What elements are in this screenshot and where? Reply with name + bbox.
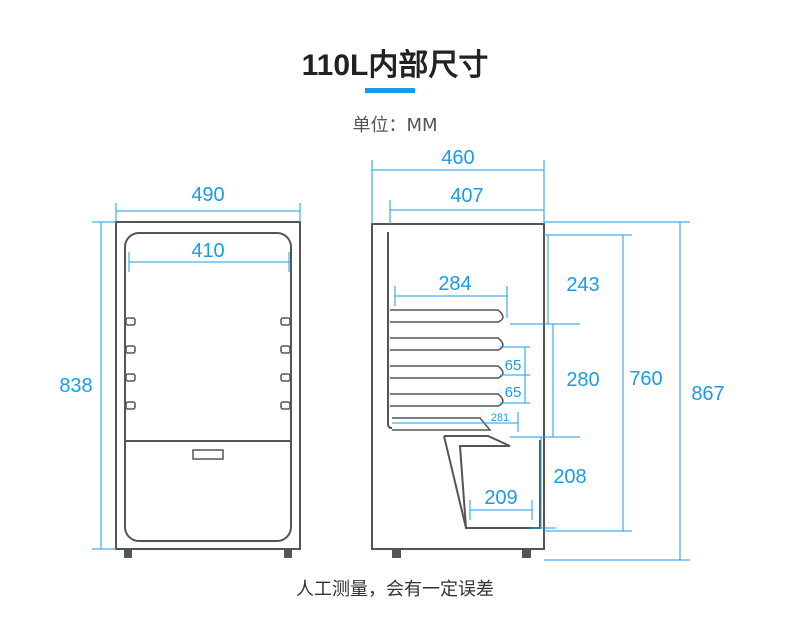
side-drawer <box>444 435 541 529</box>
label-shelf-gap-1: 65 <box>505 357 522 374</box>
side-foot-back <box>392 549 401 558</box>
front-view: 490 410 838 <box>59 184 301 558</box>
side-cabinet-outline <box>371 223 545 550</box>
drawer-handle <box>192 449 224 460</box>
label-upper-section: 243 <box>566 274 599 296</box>
title-underline <box>365 88 415 93</box>
dim-drawer-depth <box>469 500 533 520</box>
label-middle-section: 280 <box>566 369 599 391</box>
side-foot-front <box>522 549 531 558</box>
dim-shelf-gaps <box>500 346 530 404</box>
label-outer-height: 867 <box>691 383 724 405</box>
dim-lower-section <box>530 436 556 529</box>
label-drawer-depth: 209 <box>484 487 517 509</box>
dim-inner-height <box>544 234 632 532</box>
front-shelf-rails <box>125 317 291 410</box>
label-shelf-depth-bottom: 281 <box>491 412 509 424</box>
front-cabinet-outline <box>115 221 301 550</box>
page-title: 110L内部尺寸 <box>301 49 489 82</box>
dim-front-width-outer <box>115 203 301 222</box>
label-front-height: 838 <box>59 375 92 397</box>
side-liner-back <box>387 232 393 429</box>
dim-outer-height <box>544 221 690 561</box>
side-shelves <box>390 309 504 431</box>
measurement-note: 人工测量，会有一定误差 <box>296 579 494 600</box>
dim-front-width-inner <box>128 252 290 272</box>
label-side-depth-outer: 460 <box>441 147 474 169</box>
front-foot-left <box>124 549 132 558</box>
side-view: 460 407 284 243 <box>371 147 725 561</box>
label-lower-section: 208 <box>553 466 586 488</box>
dim-front-height <box>92 221 116 550</box>
unit-label: 单位：MM <box>352 115 438 136</box>
dim-shelf-depth-bottom <box>392 412 519 432</box>
label-inner-height: 760 <box>629 368 662 390</box>
front-foot-right <box>284 549 292 558</box>
front-liner-outline <box>124 232 292 542</box>
label-side-depth-inner: 407 <box>450 185 483 207</box>
side-drawer-front <box>443 435 467 529</box>
label-front-width-outer: 490 <box>191 184 224 206</box>
label-shelf-gap-2: 65 <box>505 384 522 401</box>
label-front-width-inner: 410 <box>191 240 224 262</box>
dim-side-depth-inner <box>389 200 545 224</box>
dim-shelf-depth-top <box>394 286 508 318</box>
label-shelf-depth-top: 284 <box>438 273 471 295</box>
